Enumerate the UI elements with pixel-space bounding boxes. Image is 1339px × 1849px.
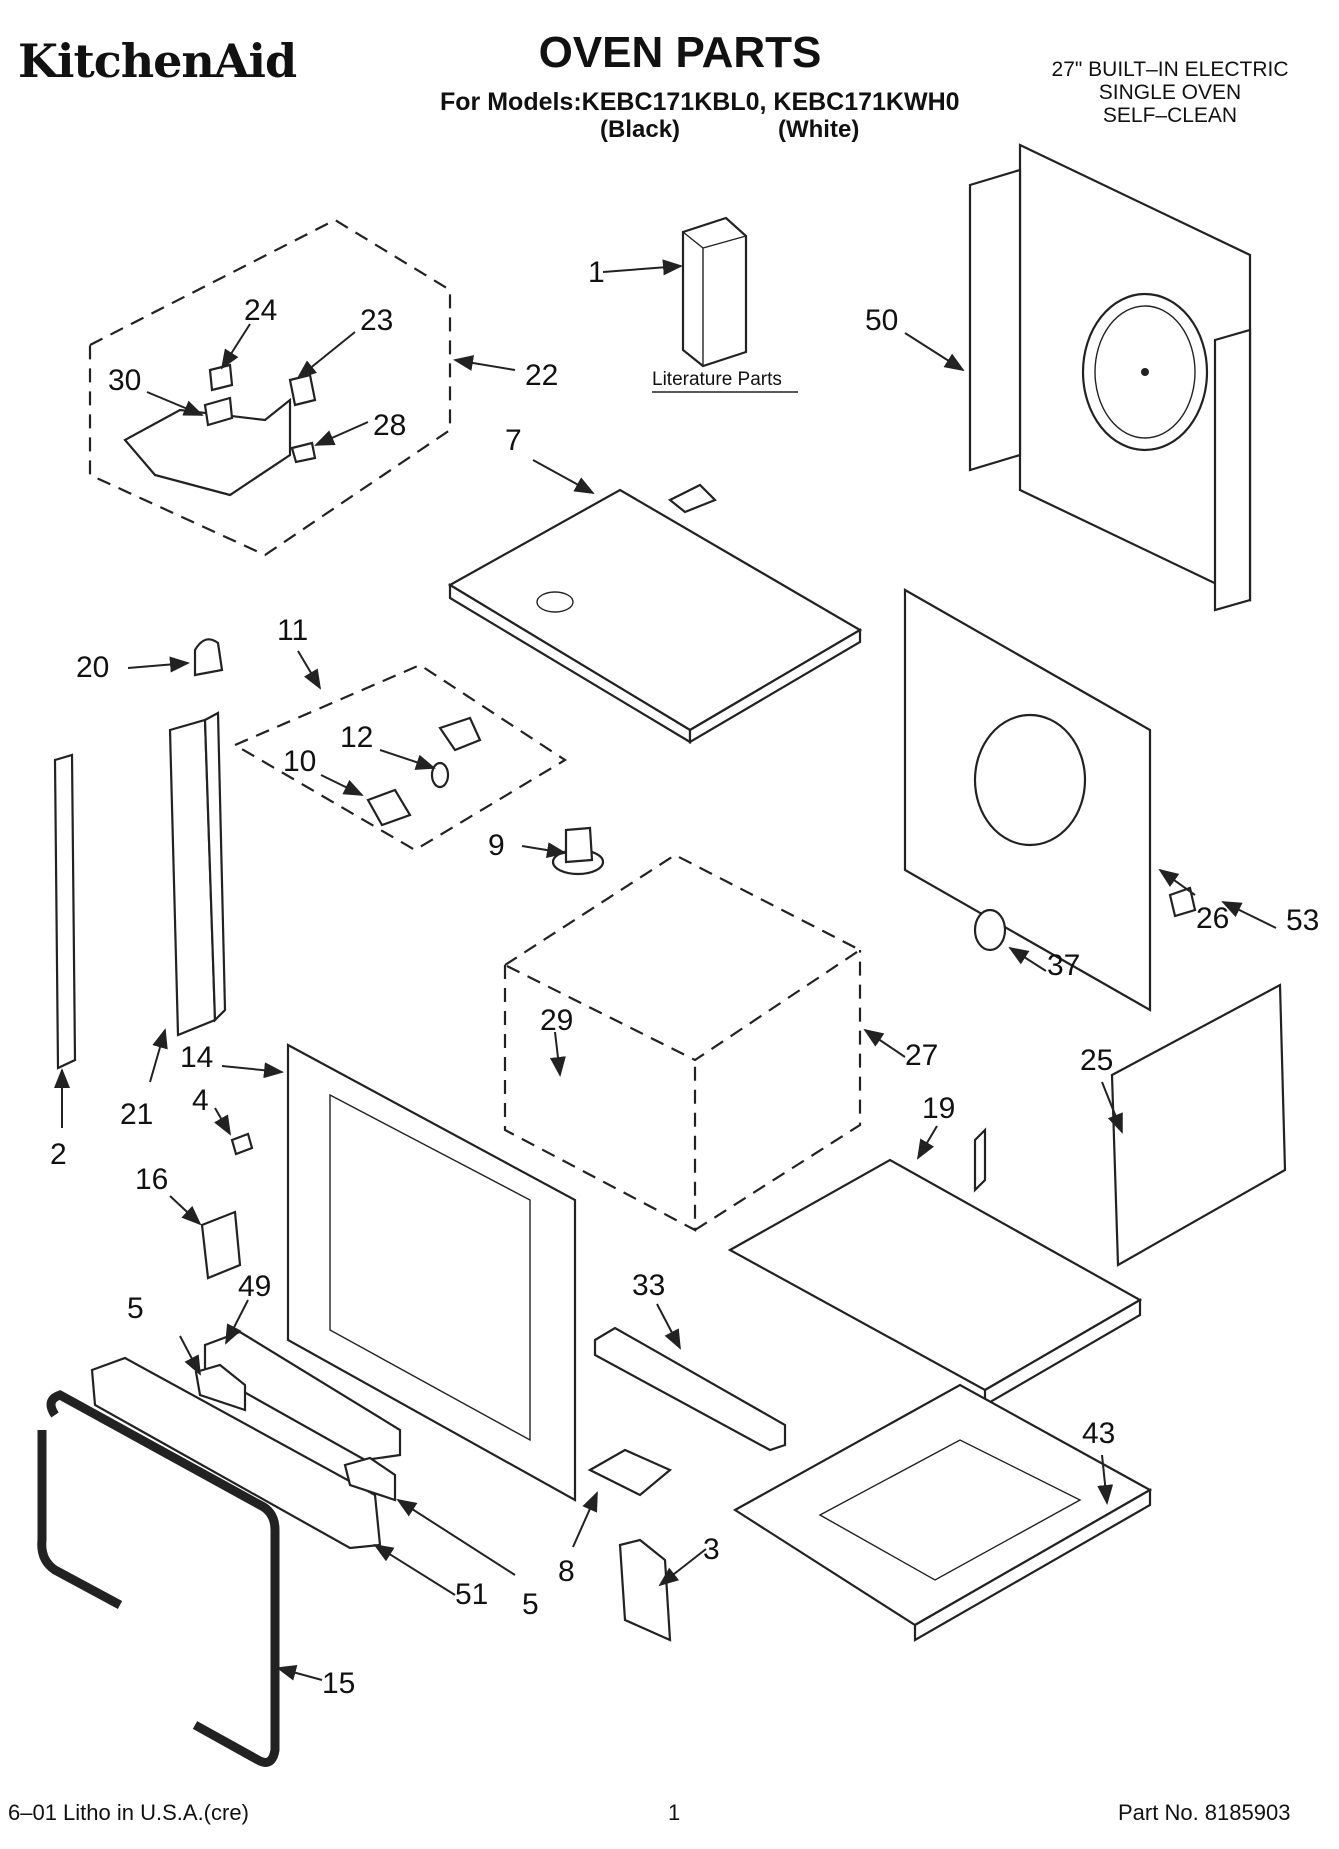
part-callout-12: 12 bbox=[340, 721, 373, 754]
part-callout-7: 7 bbox=[505, 424, 522, 457]
part-callout-10: 10 bbox=[283, 745, 316, 778]
part-callout-20: 20 bbox=[76, 651, 109, 684]
part-callout-26: 26 bbox=[1196, 902, 1229, 935]
part-21-side-rail bbox=[168, 711, 227, 1037]
part-22-control-assembly-group bbox=[88, 218, 452, 557]
part-50-back-panel bbox=[968, 143, 1252, 612]
part-callout-28: 28 bbox=[373, 409, 406, 442]
part-callout-29: 29 bbox=[540, 1004, 573, 1037]
page-title: OVEN PARTS bbox=[538, 28, 822, 77]
part-callout-50: 50 bbox=[865, 304, 898, 337]
part-7-top-panel bbox=[447, 483, 863, 744]
part-26-rear-panel bbox=[903, 588, 1197, 1012]
leader-arrows bbox=[54, 259, 1277, 1681]
kitchenaid-logo: KitchenAid bbox=[18, 34, 297, 88]
models-line: For Models:KEBC171KBL0, KEBC171KWH0 bbox=[440, 88, 960, 116]
part-callout-11: 11 bbox=[277, 614, 308, 647]
part-callout-9: 9 bbox=[488, 829, 505, 862]
part-callout-5-left: 5 bbox=[127, 1292, 144, 1325]
part-callout-1: 1 bbox=[588, 256, 605, 289]
product-description: 27" BUILT–IN ELECTRIC SINGLE OVEN SELF–C… bbox=[1040, 58, 1300, 127]
part-callout-43: 43 bbox=[1082, 1417, 1115, 1450]
part-33-rail bbox=[593, 1326, 787, 1452]
page-number: 1 bbox=[668, 1800, 681, 1825]
part-2-trim bbox=[53, 753, 77, 1070]
part-11-lamp-group bbox=[232, 663, 568, 852]
part-20-cap bbox=[193, 638, 224, 677]
part-callout-23: 23 bbox=[360, 304, 393, 337]
part-callout-25: 25 bbox=[1080, 1044, 1113, 1077]
part-14-front-frame bbox=[286, 1043, 577, 1502]
part-19-bottom-panel bbox=[727, 1127, 1143, 1407]
part-callout-30: 30 bbox=[108, 364, 141, 397]
part-callout-15: 15 bbox=[322, 1667, 355, 1700]
part-43-frame-base bbox=[732, 1383, 1153, 1642]
part-callout-21: 21 bbox=[120, 1098, 153, 1131]
part-25-side-panel bbox=[1110, 983, 1287, 1267]
part-callout-33: 33 bbox=[632, 1269, 665, 1302]
variant-black: (Black) bbox=[600, 116, 681, 143]
part-callout-14: 14 bbox=[180, 1041, 213, 1074]
part-callout-16: 16 bbox=[135, 1163, 168, 1196]
part-callout-53: 53 bbox=[1286, 904, 1319, 937]
part-16-hinge-bracket bbox=[200, 1210, 242, 1280]
part-callout-5-right: 5 bbox=[522, 1588, 539, 1621]
part-5-spacer-right bbox=[343, 1456, 397, 1502]
part-callout-4: 4 bbox=[192, 1084, 209, 1117]
part-4-screw bbox=[230, 1132, 254, 1156]
variant-white: (White) bbox=[778, 116, 860, 143]
part-1-literature bbox=[681, 216, 748, 368]
part-callout-51: 51 bbox=[455, 1578, 488, 1611]
product-line-1: 27" BUILT–IN ELECTRIC bbox=[1051, 58, 1289, 81]
part-8-bracket bbox=[587, 1448, 673, 1497]
literature-label: Literature Parts bbox=[652, 369, 782, 390]
part-callout-49: 49 bbox=[238, 1270, 271, 1303]
part-3-hinge-mount bbox=[618, 1538, 672, 1642]
part-callout-22: 22 bbox=[525, 359, 558, 392]
part-15-gasket bbox=[37, 1390, 280, 1767]
part-callout-2: 2 bbox=[50, 1138, 67, 1171]
part-callout-24: 24 bbox=[244, 294, 277, 327]
part-callout-19: 19 bbox=[922, 1092, 955, 1125]
part-callout-37: 37 bbox=[1047, 949, 1080, 982]
product-line-3: SELF–CLEAN bbox=[1102, 104, 1238, 127]
part-callout-3: 3 bbox=[703, 1533, 720, 1566]
product-line-2: SINGLE OVEN bbox=[1098, 81, 1242, 104]
part-callout-27: 27 bbox=[905, 1039, 938, 1072]
part-callout-8: 8 bbox=[558, 1555, 575, 1588]
part-number: Part No. 8185903 bbox=[1118, 1800, 1291, 1825]
part-5-spacer-left bbox=[194, 1363, 247, 1412]
litho-note: 6–01 Litho in U.S.A.(cre) bbox=[8, 1800, 249, 1825]
